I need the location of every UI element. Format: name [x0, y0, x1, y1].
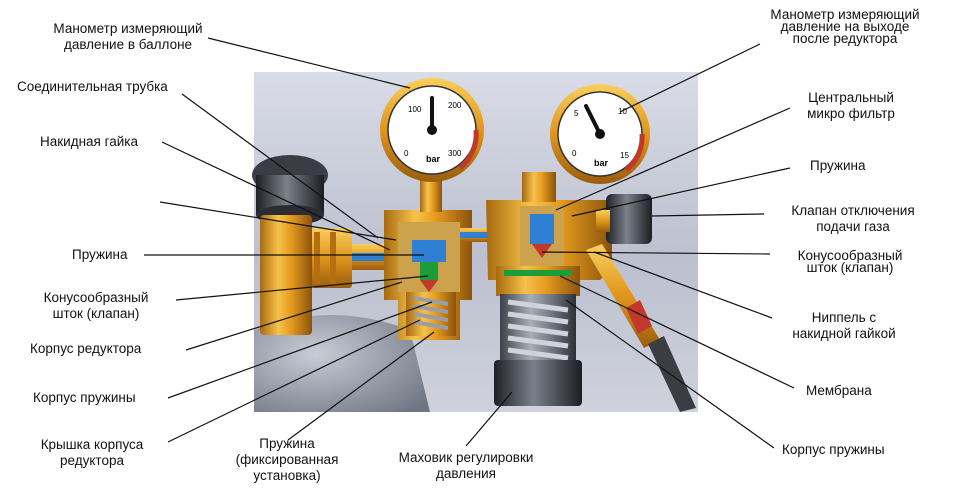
label-connecting-tube: Соединительная трубка: [17, 79, 168, 94]
shutoff-valve: [606, 194, 652, 244]
leader-cone-stem-left: [175, 275, 429, 301]
label-union-nut: Накидная гайка: [40, 134, 138, 149]
leader-spring-fixed: [287, 331, 435, 441]
leader-spring-housing-left: [167, 301, 433, 399]
leader-union-nut: [161, 141, 391, 251]
label-manometer-cylinder: Манометр измеряющий давление в баллоне: [53, 21, 203, 52]
label-cone-stem-right: Конусообразный шток (клапан): [797, 248, 903, 275]
leader-cone-stem-right: [541, 251, 771, 255]
leader-unlabeled: [159, 201, 397, 241]
spring-housing-left: [406, 292, 456, 336]
gauge-left: 0 100 200 300 bar: [380, 78, 484, 182]
gauge-left-tick-100: 100: [408, 105, 422, 114]
leader-nipple: [593, 251, 773, 319]
gauge-left-tick-200: 200: [448, 101, 462, 110]
gauge-left-tick-300: 300: [448, 149, 462, 158]
gauge-right-tick-5: 5: [574, 109, 579, 118]
adjust-handwheel: [494, 360, 582, 406]
leader-lines: [144, 37, 795, 449]
leader-reducer-body: [185, 281, 403, 351]
label-nipple: Ниппель с накидной гайкой: [792, 310, 896, 341]
label-membrane: Мембрана: [806, 383, 872, 398]
gauge-right-stem: [522, 172, 556, 202]
label-spring-right: Пружина: [810, 158, 866, 173]
leader-connecting-tube: [181, 93, 379, 239]
gauge-left-tick-0: 0: [404, 149, 409, 158]
leader-reducer-cover: [167, 319, 421, 443]
gauge-right: 0 5 10 15 bar: [550, 84, 650, 184]
leader-central-filter: [555, 107, 791, 211]
label-spring-fixed: Пружина (фиксированная установка): [235, 436, 339, 483]
gauge-right-tick-10: 10: [618, 107, 627, 116]
label-central-filter: Центральный микро фильтр: [807, 90, 895, 121]
label-adjust-handwheel: Маховик регулировки давления: [398, 450, 534, 481]
leader-shutoff-valve: [651, 213, 765, 217]
leader-manometer-outlet: [619, 43, 761, 113]
label-reducer-body: Корпус редуктора: [30, 341, 142, 356]
label-spring-housing-right: Корпус пружины: [782, 442, 885, 457]
gauge-left-unit: bar: [426, 154, 441, 164]
gauge-right-tick-15: 15: [620, 151, 629, 160]
leader-manometer-cylinder: [207, 37, 411, 89]
leader-adjust-handwheel: [465, 391, 513, 447]
leader-spring-housing-right: [565, 299, 775, 449]
gauge-right-tick-0: 0: [572, 149, 577, 158]
label-reducer-cover: Крышка корпуса редуктора: [40, 437, 144, 468]
outlet-hose: [648, 336, 696, 412]
label-manometer-outlet: Манометр измеряющий давление на выходе п…: [770, 7, 920, 46]
gauge-right-unit: bar: [594, 158, 609, 168]
label-cone-stem-left: Конусообразный шток (клапан): [43, 290, 149, 321]
leader-spring-right: [571, 167, 791, 217]
gas-cylinder: [254, 315, 430, 412]
leader-membrane: [559, 275, 795, 389]
label-spring-left: Пружина: [72, 247, 128, 262]
label-spring-housing-left: Корпус пружины: [33, 390, 136, 405]
gauge-right-needle: [584, 104, 602, 136]
label-shutoff-valve: Клапан отключения подачи газа: [791, 203, 915, 234]
cylinder-valve-body: [260, 215, 312, 335]
